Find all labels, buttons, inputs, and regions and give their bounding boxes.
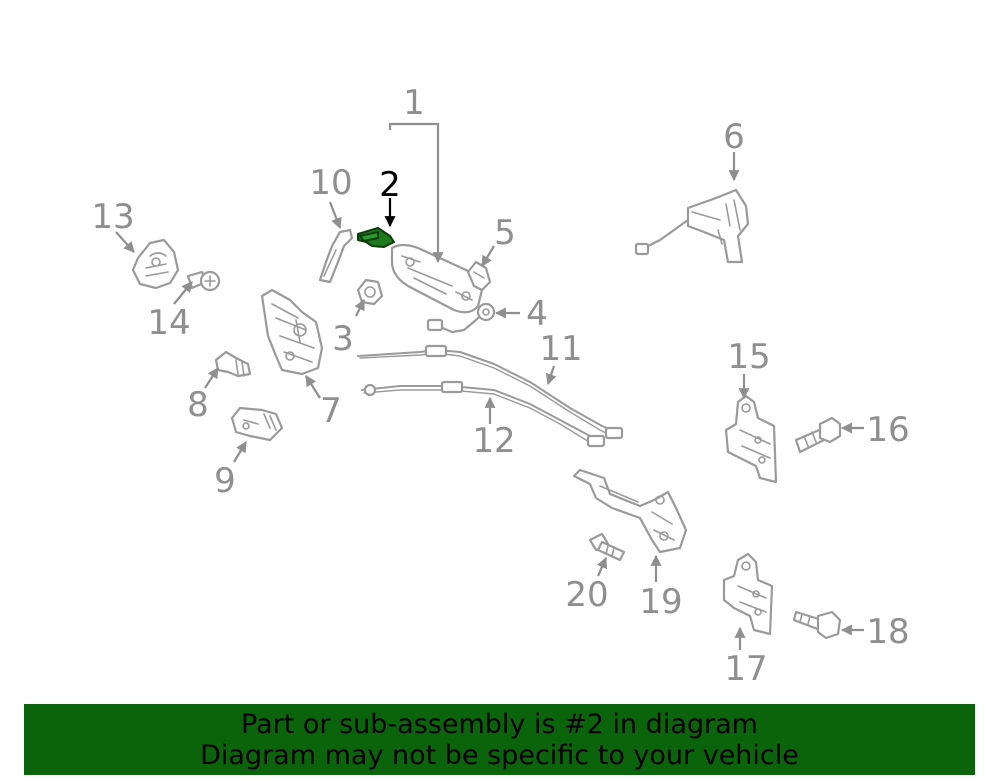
parts-diagram: 1 2 3 4 5 6 7 8 9 10 11 12 13 14 15 16 1… — [91, 83, 909, 689]
part-20-bolt — [588, 532, 626, 562]
part-5-clip — [466, 260, 492, 292]
callout-17: 17 — [724, 649, 767, 689]
part-12-cable — [361, 380, 606, 448]
callout-13: 13 — [91, 197, 134, 237]
part-15-hinge — [724, 394, 778, 484]
callout-10: 10 — [309, 163, 352, 203]
callout-7: 7 — [320, 391, 342, 431]
part-2-handle-bracket — [357, 227, 395, 248]
callout-9: 9 — [214, 461, 236, 501]
leader-lines — [115, 122, 864, 650]
part-19-door-check — [572, 468, 688, 554]
banner-line-2: Diagram may not be specific to your vehi… — [200, 739, 799, 771]
part-10-rod — [318, 228, 354, 284]
part-13-striker — [131, 238, 180, 290]
part-17-hinge — [722, 552, 774, 636]
part-4-switch — [426, 302, 496, 334]
callout-3: 3 — [332, 319, 354, 359]
callout-8: 8 — [187, 385, 209, 425]
part-7-latch — [260, 288, 324, 376]
callout-labels: 1 2 3 4 5 6 7 8 9 10 11 12 13 14 15 16 1… — [91, 83, 909, 689]
callout-18: 18 — [866, 612, 909, 652]
part-9-actuator — [230, 406, 284, 442]
part-1-outside-handle — [390, 243, 484, 314]
callout-1: 1 — [403, 83, 425, 123]
callout-11: 11 — [539, 329, 582, 369]
callout-15: 15 — [727, 337, 770, 377]
part-8-bolt — [214, 350, 252, 378]
callout-5: 5 — [494, 213, 516, 253]
part-16-bolt — [794, 416, 842, 454]
callout-16: 16 — [866, 410, 909, 450]
callout-4: 4 — [526, 294, 548, 334]
callout-12: 12 — [472, 421, 515, 461]
part-14-screw — [186, 270, 221, 292]
callout-20: 20 — [565, 575, 608, 615]
part-11-cable — [357, 344, 624, 440]
info-banner: Part or sub-assembly is #2 in diagram Di… — [24, 704, 975, 775]
part-6-lock-cylinder — [634, 188, 750, 264]
callout-14: 14 — [147, 303, 190, 343]
callout-19: 19 — [639, 582, 682, 622]
callout-2: 2 — [379, 165, 401, 205]
part-18-bolt — [792, 610, 842, 640]
callout-6: 6 — [723, 117, 745, 157]
part-3-nut — [356, 278, 384, 306]
banner-line-1: Part or sub-assembly is #2 in diagram — [241, 708, 758, 740]
